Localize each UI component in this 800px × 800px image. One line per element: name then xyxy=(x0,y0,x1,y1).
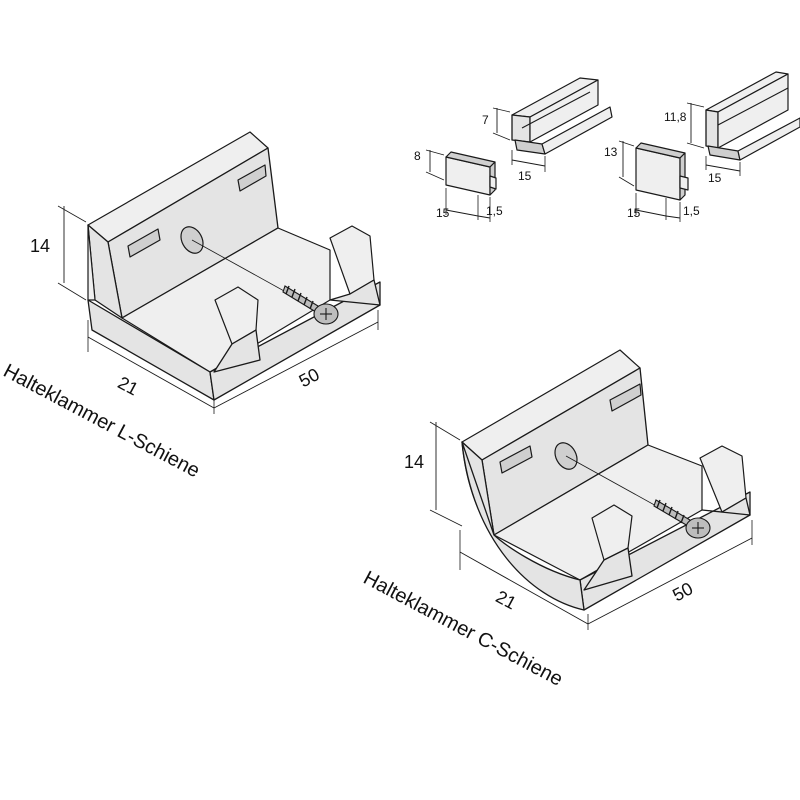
rail-l-width-label: 15 xyxy=(518,169,532,183)
endcap-c-height-label: 13 xyxy=(604,145,618,159)
clip-l-height-label: 14 xyxy=(30,236,50,256)
clip-c xyxy=(429,349,753,630)
endcap-l-width-label: 15 xyxy=(436,206,450,220)
clip-c-length-label: 50 xyxy=(669,578,696,605)
rail-l-height-label: 7 xyxy=(482,113,489,127)
clip-l xyxy=(57,131,381,414)
clip-l-width-label: 21 xyxy=(114,372,141,399)
rail-c xyxy=(686,71,800,176)
clip-c-height-label: 14 xyxy=(404,452,424,472)
clip-l-length-label: 50 xyxy=(296,364,323,391)
endcap-l-height-label: 8 xyxy=(414,149,421,163)
endcap-c xyxy=(618,140,689,222)
endcap-c-depth-label: 1,5 xyxy=(683,204,700,218)
clip-c-width-label: 21 xyxy=(492,586,519,613)
endcap-l xyxy=(425,149,497,222)
clip-l-caption: Halteklammer L-Schiene xyxy=(0,360,203,482)
endcap-l-depth-label: 1,5 xyxy=(486,204,503,218)
rail-l xyxy=(492,77,613,172)
rail-c-width-label: 15 xyxy=(708,171,722,185)
endcap-c-width-label: 15 xyxy=(627,206,641,220)
rail-c-height-label: 11,8 xyxy=(664,110,687,124)
